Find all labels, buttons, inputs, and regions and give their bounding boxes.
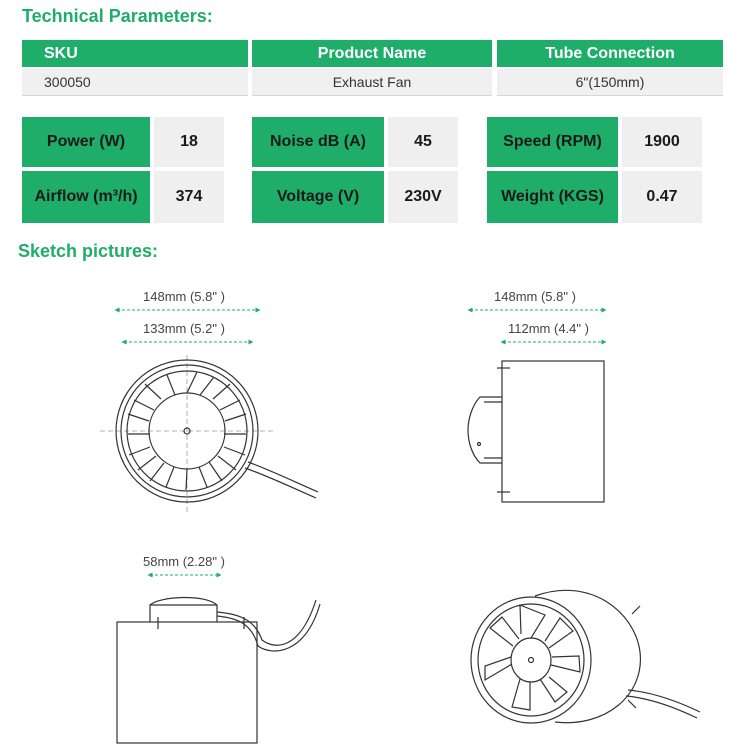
spec-value-power: 18 [154, 117, 224, 167]
spec-value-voltage: 230V [388, 171, 458, 223]
dim-side-outer-label: 148mm (5.8" ) [494, 289, 576, 304]
perspective-view-fan [470, 589, 701, 724]
spec-value-noise: 45 [388, 117, 458, 167]
spec-label-weight: Weight (KGS) [487, 171, 618, 223]
table-value-sku: 300050 [22, 69, 248, 96]
table-value-tube-connection: 6"(150mm) [497, 69, 723, 96]
table-header-sku: SKU [22, 40, 248, 67]
spec-value-speed: 1900 [622, 117, 702, 167]
table-header-product-name: Product Name [252, 40, 492, 67]
technical-parameters-heading: Technical Parameters: [22, 6, 213, 26]
spec-label-noise: Noise dB (A) [252, 117, 384, 167]
dim-side-inner-label: 112mm (4.4" ) [508, 321, 589, 336]
side-view-fan [467, 360, 605, 503]
front-view-fan [100, 355, 319, 515]
spec-label-voltage: Voltage (V) [252, 171, 384, 223]
spec-label-airflow: Airflow (m³/h) [22, 171, 150, 223]
side-dimension-lines [467, 307, 607, 345]
dim-top-depth-label: 58mm (2.28" ) [143, 554, 225, 569]
table-value-product-name: Exhaust Fan [252, 69, 492, 96]
spec-value-airflow: 374 [154, 171, 224, 223]
spec-value-weight: 0.47 [622, 171, 702, 223]
dim-front-outer-label: 148mm (5.8" ) [143, 289, 225, 304]
front-dimension-lines [114, 307, 261, 345]
spec-label-power: Power (W) [22, 117, 150, 167]
sketch-pictures-heading: Sketch pictures: [18, 241, 159, 261]
dim-front-inner-label: 133mm (5.2" ) [143, 321, 225, 336]
top-view-fan [116, 596, 321, 744]
spec-label-speed: Speed (RPM) [487, 117, 618, 167]
table-header-tube-connection: Tube Connection [497, 40, 723, 67]
